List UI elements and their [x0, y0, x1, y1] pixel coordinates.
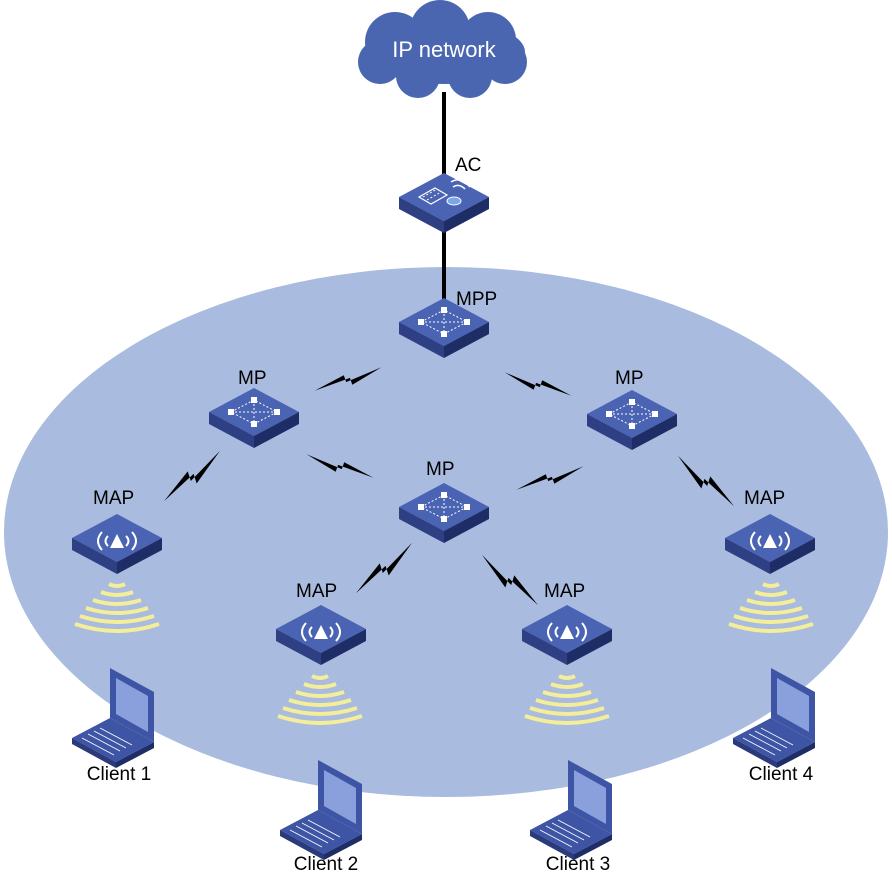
mp-center-label: MP — [426, 459, 455, 480]
mp-right-label: MP — [615, 368, 644, 389]
map-4-device: MAP — [724, 488, 816, 633]
mpp-device: MPP — [398, 289, 497, 359]
client-3: Client 3 — [529, 759, 613, 875]
map-1-label: MAP — [93, 488, 134, 509]
map-1-device: MAP — [71, 488, 163, 633]
map-4-label: MAP — [744, 488, 785, 509]
client-2-label: Client 2 — [294, 854, 358, 875]
cloud-label: IP network — [392, 37, 497, 62]
client-4: Client 4 — [732, 667, 816, 785]
access-controller-icon — [398, 172, 490, 234]
mpp-label: MPP — [456, 289, 497, 310]
map-3-label: MAP — [544, 581, 585, 602]
client-4-label: Client 4 — [749, 764, 814, 785]
ac-label: AC — [455, 155, 481, 176]
mp-right-device: MP — [586, 368, 678, 451]
client-2: Client 2 — [279, 759, 363, 875]
map-2-label: MAP — [296, 581, 337, 602]
map-2-device: MAP — [275, 581, 367, 725]
mp-left-device: MP — [208, 368, 300, 449]
client-3-label: Client 3 — [546, 854, 610, 875]
map-3-device: MAP — [521, 581, 613, 725]
client-1-label: Client 1 — [87, 764, 151, 785]
cloud-icon: IP network — [358, 0, 527, 98]
mp-center-device: MP — [398, 459, 490, 544]
ac-device: AC — [398, 155, 490, 234]
mp-left-label: MP — [238, 368, 267, 389]
client-1: Client 1 — [71, 667, 155, 785]
